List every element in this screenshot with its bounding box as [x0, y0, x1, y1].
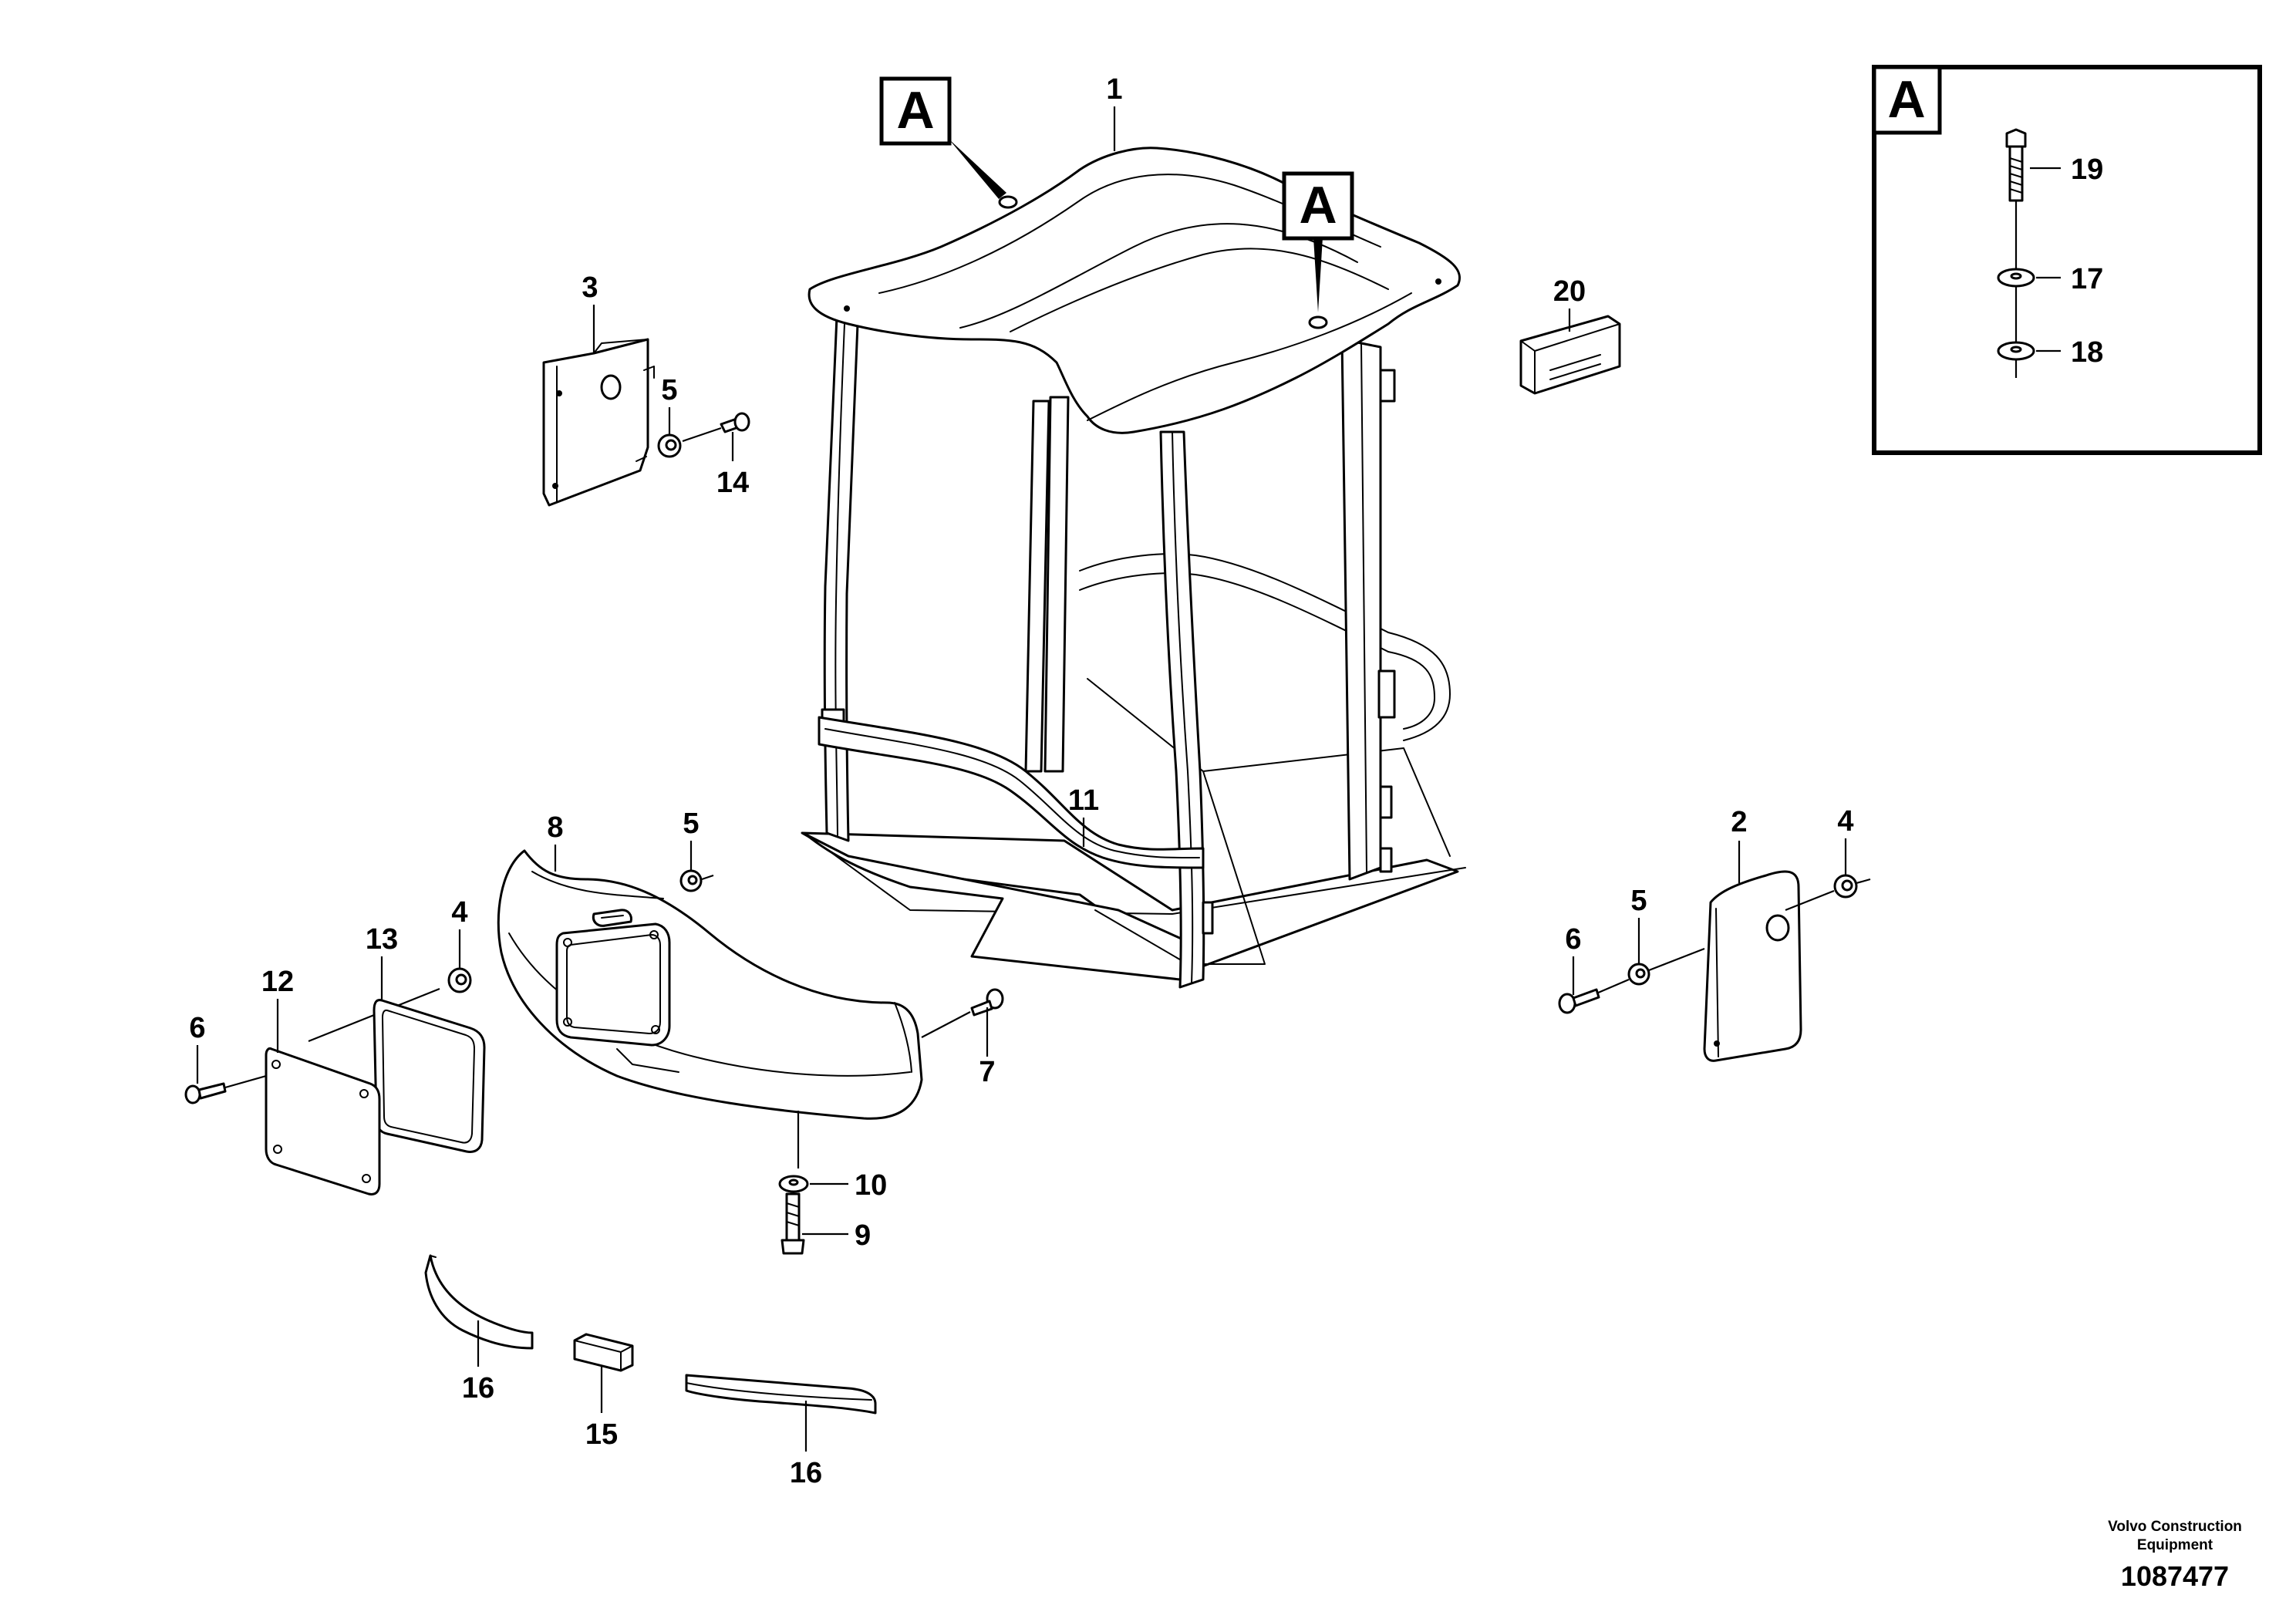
- footer-company-line1: Volvo Construction: [2108, 1519, 2242, 1535]
- callout-16-left: 16: [462, 1372, 494, 1404]
- panel-2: [1703, 841, 1802, 1062]
- front-grab-rail: [818, 716, 1205, 869]
- callout-15: 15: [585, 1418, 618, 1451]
- detail-marker-a-right: A: [1282, 171, 1354, 312]
- callout-18: 18: [2071, 336, 2103, 369]
- callout-4-left: 4: [451, 896, 467, 929]
- bolt-19: [2005, 128, 2027, 378]
- washer-4-right: [1785, 838, 1871, 912]
- detail-marker-a-left-label: A: [896, 81, 934, 140]
- callout-9: 9: [855, 1219, 871, 1252]
- callout-7: 7: [979, 1056, 995, 1088]
- callout-16-right: 16: [790, 1457, 822, 1489]
- callout-1: 1: [1106, 73, 1122, 106]
- callout-17: 17: [2071, 263, 2103, 295]
- washer-10: [778, 1175, 848, 1193]
- callout-14: 14: [716, 467, 749, 499]
- rubber-block-20: [1519, 309, 1621, 395]
- detail-box-a: A 19 17 18: [1872, 65, 2262, 455]
- bolt-9: [781, 1192, 848, 1255]
- block-15: [573, 1333, 634, 1413]
- callout-3: 3: [582, 271, 598, 304]
- detail-box-a-label: A: [1887, 70, 1925, 129]
- bolt-6-right: [1558, 956, 1630, 1014]
- callout-10: 10: [855, 1169, 887, 1202]
- footer-doc-number: 1087477: [2121, 1560, 2229, 1592]
- bolt-6-left: [184, 1045, 267, 1104]
- callout-6-right: 6: [1565, 923, 1581, 956]
- bolt-7: [921, 988, 1004, 1057]
- callout-20: 20: [1553, 275, 1586, 308]
- washer-5-mid: [679, 841, 714, 892]
- strip-16-left: [424, 1254, 534, 1367]
- callout-8: 8: [547, 811, 563, 844]
- front-panel-8: [497, 845, 923, 1168]
- washer-5-upper: [657, 407, 722, 458]
- washer-18: [1997, 341, 2035, 361]
- callout-13: 13: [366, 923, 398, 956]
- footer: Volvo Construction Equipment 1087477: [2108, 1519, 2242, 1592]
- footer-company-line2: Equipment: [2137, 1537, 2213, 1553]
- callout-5-mid: 5: [683, 808, 699, 840]
- callout-4-right: 4: [1837, 805, 1853, 838]
- strip-16-right: [685, 1374, 877, 1452]
- window-plate-12: [265, 999, 381, 1195]
- callout-5-upper: 5: [661, 374, 677, 406]
- detail-marker-a-right-label: A: [1299, 176, 1337, 234]
- callout-19: 19: [2071, 153, 2103, 186]
- callout-5-right: 5: [1630, 885, 1647, 917]
- detail-marker-a-left: A: [879, 76, 1006, 199]
- panel-3: [542, 305, 655, 507]
- washer-5-right: [1627, 918, 1705, 986]
- bolt-14: [720, 412, 750, 461]
- seal-13: [373, 956, 486, 1153]
- callout-6-left: 6: [189, 1012, 205, 1044]
- callout-2: 2: [1731, 806, 1747, 838]
- callout-12: 12: [261, 966, 294, 998]
- washer-17: [1997, 268, 2035, 288]
- callout-11: 11: [1068, 784, 1099, 817]
